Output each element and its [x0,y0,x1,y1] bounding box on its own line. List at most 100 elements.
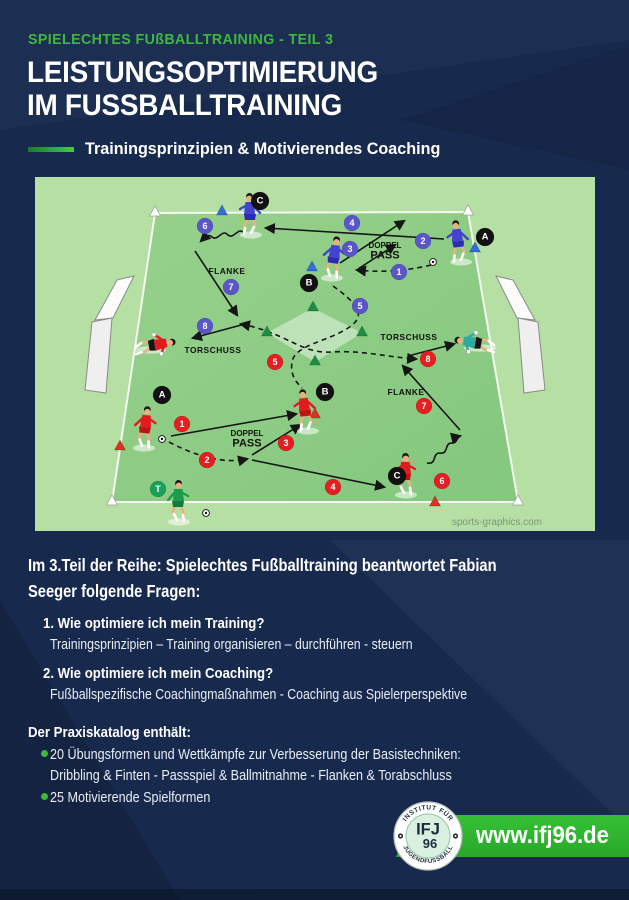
shorts [244,214,256,220]
sequence-number-marker: 5 [351,297,369,315]
marker-text: 5 [272,357,277,367]
sock [326,268,332,278]
exercise-label: TORSCHUSS [381,332,438,342]
head [299,391,306,398]
shorts [327,256,340,264]
pass-arrow [401,364,461,431]
pass-arrow [190,323,246,342]
marker-circle [266,353,284,371]
white-cone [461,204,475,216]
series-kicker: SPIELECHTES FUßBALLTRAINING - TEIL 3 [28,31,334,48]
white-cone [105,494,119,506]
ground-marker [395,491,417,499]
figure [238,193,262,236]
marker-text: 6 [202,221,207,231]
glove [151,332,157,337]
red-cone [113,439,127,451]
white-cone [511,494,525,506]
sequence-number-marker: 4 [324,478,342,496]
football [202,509,210,517]
sock [408,486,413,496]
football [429,258,437,266]
figure [322,236,346,280]
catalog-bullet-1: 20 Übungsformen und Wettkämpfe zur Verbe… [41,744,539,786]
answer-1: Trainingsprinzipien – Training organisie… [50,636,413,653]
players-layer [133,193,496,526]
glove [473,330,479,335]
marker-text: T [155,484,161,494]
sock [134,341,143,349]
football-icon [397,833,404,839]
marker-circle [343,214,361,232]
exercise-label: FLANKE [209,266,246,276]
shorts [474,336,483,349]
sock [172,512,179,522]
website-url[interactable]: www.ifj96.de [476,822,609,849]
jersey [173,489,184,501]
marker-circle [250,191,270,211]
head [144,408,151,415]
head [167,339,174,346]
pass-arrow [170,410,299,437]
arm [166,490,177,502]
sequence-number-marker: 7 [415,397,433,415]
pass-arrow [194,250,239,317]
sequence-number-marker: 3 [341,240,359,258]
player-letter-marker: B [315,382,335,402]
player-letter-marker: B [299,273,319,293]
sock [335,270,339,280]
sock [486,348,496,354]
goal-right [495,275,546,394]
marker-text: 7 [228,282,233,292]
sock [487,339,496,347]
figure [133,406,157,449]
sequence-number-marker: 8 [196,317,214,335]
pass-arrow [251,459,387,491]
intro-heading: Im 3.Teil der Reihe: Spielechtes Fußball… [28,555,497,601]
exercise-label: FLANKE [388,387,425,397]
marker-text: C [394,471,401,482]
marker-text: 4 [330,482,335,492]
arm [293,400,303,408]
green-cone [306,300,320,312]
marker-circle [415,397,433,415]
marker-text: 1 [179,419,184,429]
pass-arrow [426,432,463,464]
badge-96: 96 [423,836,437,851]
ground-marker [240,231,262,239]
marker-circle [324,478,342,496]
pass-arrow [263,222,445,240]
marker-circle [341,240,359,258]
question-1: 1. Wie optimiere ich mein Training? [43,615,265,632]
sequence-number-marker: 7 [222,278,240,296]
badge-ifj: IFJ [416,821,440,839]
pass-arrow [357,243,397,270]
marker-text: 7 [421,401,426,411]
marker-circle [196,217,214,235]
player-letter-marker: C [387,466,407,486]
blue-cone [305,260,319,272]
arm [238,203,249,211]
marker-circle [390,263,408,281]
title-line-2: IM FUSSBALLTRAINING [27,89,343,122]
answer-2: Fußballspezifische Coachingmaßnahmen - C… [50,686,468,703]
head [175,482,182,489]
marker-circle [315,382,335,402]
marker-circle [277,434,295,452]
sock [242,226,247,236]
catalog-bullet-2: 25 Motivierende Spielformen [41,787,241,808]
head [402,455,409,462]
marker-text: 3 [283,438,288,448]
blue-cone [468,241,482,253]
marker-text: A [159,390,166,401]
head [246,195,253,202]
sequence-number-marker: 6 [433,472,451,490]
player-letter-marker: C [250,191,270,211]
figure [293,389,317,432]
